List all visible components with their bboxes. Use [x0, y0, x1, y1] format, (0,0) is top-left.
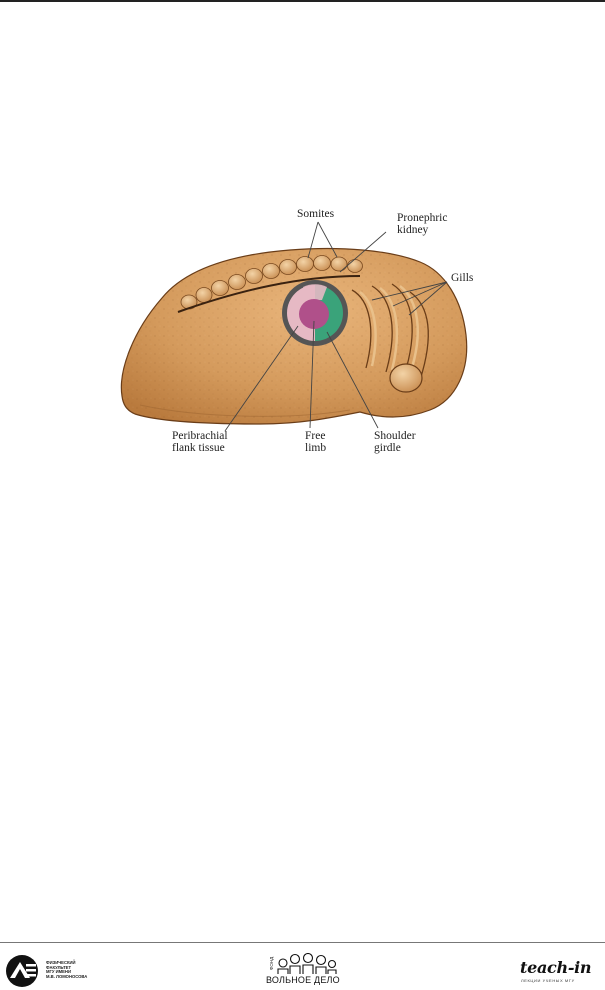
msu-faculty-text: ФИЗИЧЕСКИЙ ФАКУЛЬТЕТ МГУ ИМЕНИ М.В. ЛОМО…	[46, 960, 88, 979]
label-pronephric-line1: Pronephric	[397, 212, 448, 224]
label-peribrachial-line1: Peribrachial	[172, 430, 228, 442]
fund-name: ВОЛЬНОЕ ДЕЛО	[266, 975, 340, 985]
label-peribrachial-line2: flank tissue	[172, 442, 225, 454]
label-free-line2: limb	[305, 442, 327, 454]
teach-in-logo: teach-in	[520, 958, 592, 977]
label-gills: Gills	[451, 272, 474, 284]
limb-field	[282, 280, 348, 346]
somites	[177, 255, 363, 313]
msu-line-1: ФИЗИЧЕСКИЙ	[46, 960, 76, 965]
label-pronephric-line2: kidney	[397, 224, 429, 236]
top-rule	[0, 0, 605, 2]
footer-rule	[0, 942, 605, 943]
head-bulb	[389, 363, 423, 393]
fund-small-label: ФОНД	[269, 956, 274, 970]
msu-line-4: М.В. ЛОМОНОСОВА	[46, 973, 88, 979]
people-circles-icon	[277, 953, 337, 974]
msu-line-3: МГУ ИМЕНИ	[46, 969, 71, 975]
msu-physics-logo-icon	[6, 955, 38, 987]
leader-lines	[224, 221, 448, 432]
label-shoulder-line1: Shoulder	[374, 430, 416, 442]
msu-line-2: ФАКУЛЬТЕТ	[46, 964, 72, 970]
gills	[351, 283, 429, 381]
teach-in-subtitle: ЛЕКЦИИ УЧЕНЫХ МГУ	[521, 978, 575, 983]
label-shoulder-line2: girdle	[374, 442, 401, 454]
label-free-line1: Free	[305, 430, 326, 442]
label-somites: Somites	[297, 208, 335, 220]
